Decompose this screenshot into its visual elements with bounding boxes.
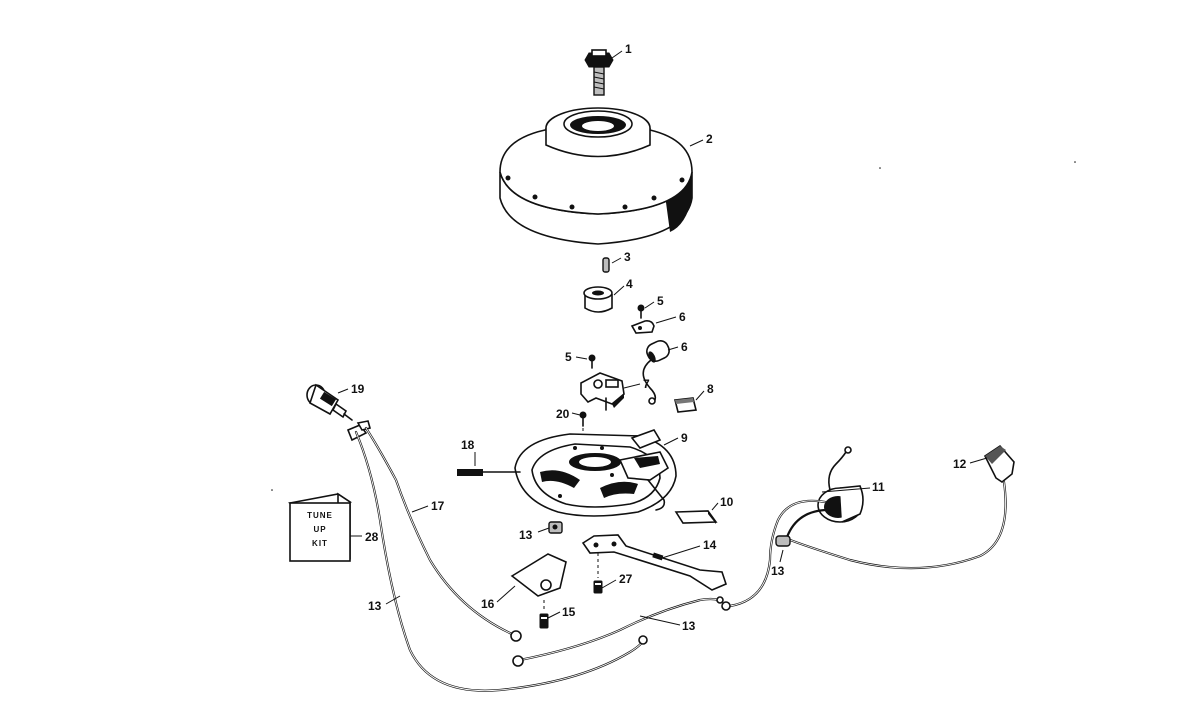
label-8: 8 (707, 382, 714, 396)
part-15-screw (539, 600, 549, 629)
label-10: 10 (720, 495, 734, 509)
kit-text-line3: KIT (312, 539, 328, 548)
label-13-left: 13 (368, 599, 382, 613)
label-27: 27 (619, 572, 633, 586)
label-3: 3 (624, 250, 631, 264)
scan-specks (271, 161, 1076, 491)
part-10-felt (674, 510, 718, 524)
coil-wires (721, 499, 827, 611)
kit-text-line2: UP (313, 525, 326, 534)
label-13-right: 13 (682, 619, 696, 633)
part-11-ignition-coil (817, 446, 864, 523)
label-18: 18 (461, 438, 475, 452)
callout-labels: 1 2 3 4 5 6 6 5 7 8 20 9 10 11 12 13 14 … (351, 42, 967, 633)
part-1-flywheel-bolt (584, 49, 614, 96)
label-4: 4 (626, 277, 633, 291)
part-8-wick (674, 397, 697, 413)
part-18-spring (457, 469, 521, 476)
part-12-spark-plug-boot (783, 444, 1015, 570)
label-15: 15 (562, 605, 576, 619)
part-5-screw-lower (588, 354, 596, 369)
part-13-wire-left (354, 430, 648, 692)
label-6-lower: 6 (681, 340, 688, 354)
part-2-flywheel (499, 107, 693, 245)
part-6-condenser (642, 340, 670, 405)
label-7: 7 (643, 377, 650, 391)
label-20: 20 (556, 407, 570, 421)
label-9: 9 (681, 431, 688, 445)
part-9-armature-plate (514, 429, 677, 517)
part-3-key (602, 257, 610, 273)
part-6-clamp (630, 320, 655, 334)
part-14-link (581, 534, 727, 591)
label-5-lower: 5 (565, 350, 572, 364)
part-5-screw-upper (637, 304, 645, 319)
label-6-upper: 6 (679, 310, 686, 324)
label-13-clip: 13 (519, 528, 533, 542)
label-16: 16 (481, 597, 495, 611)
part-28-tune-up-kit: TUNE UP KIT (287, 492, 353, 562)
label-13-coil: 13 (771, 564, 785, 578)
part-4-sleeve (583, 286, 613, 313)
label-19: 19 (351, 382, 365, 396)
part-16-plate (510, 553, 567, 597)
leader-lines (337, 50, 988, 626)
label-28: 28 (365, 530, 379, 544)
part-27-screw (593, 553, 603, 594)
label-11: 11 (872, 480, 885, 494)
kit-text-line1: TUNE (307, 511, 333, 520)
part-17-stop-lead (346, 420, 522, 642)
part-13-wire-right (512, 596, 724, 667)
label-14: 14 (703, 538, 717, 552)
part-7-breaker-points (580, 372, 625, 411)
label-12: 12 (953, 457, 967, 471)
part-19-stop-switch (306, 383, 353, 421)
label-2: 2 (706, 132, 713, 146)
label-17: 17 (431, 499, 445, 513)
label-5-upper: 5 (657, 294, 664, 308)
label-1: 1 (625, 42, 632, 56)
part-13-clip (548, 521, 563, 534)
